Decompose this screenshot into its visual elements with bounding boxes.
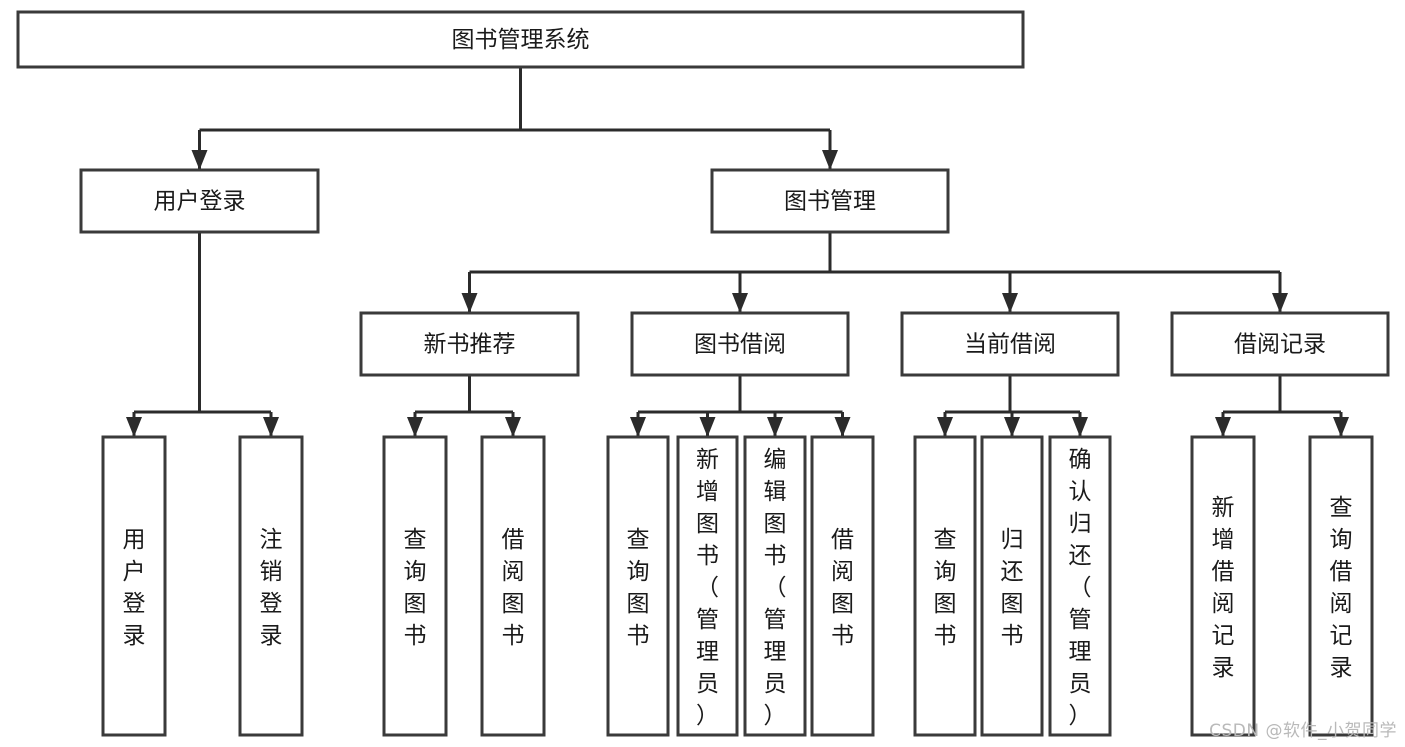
arrow-head-icon [1004, 417, 1020, 437]
arrow-head-icon [263, 417, 279, 437]
level3-node[interactable]: 借阅记录 [1170, 311, 1390, 377]
node-label-leaf-borrow-book: 借阅图书 [831, 527, 854, 649]
node-label-leaf-query-book-recommend: 查询图书 [404, 527, 427, 649]
node-label-book-borrow: 图书借阅 [694, 332, 786, 358]
node-box-leaf-user-login[interactable] [101, 435, 167, 737]
node-label-borrow-record: 借阅记录 [1234, 332, 1326, 358]
node-label-leaf-return-book: 归还图书 [1001, 527, 1024, 649]
node-box-user-login[interactable] [79, 168, 320, 234]
arrow-head-icon [1272, 293, 1288, 313]
csdn-watermark: CSDN @软件_小贺同学 [1209, 721, 1397, 741]
node-label-leaf-add-borrow-record: 新增借阅记录 [1212, 495, 1235, 681]
leaf-node[interactable]: 归还图书 [980, 435, 1044, 737]
level3-node[interactable]: 图书借阅 [630, 311, 850, 377]
node-box-leaf-query-book-borrow[interactable] [606, 435, 670, 737]
node-label-leaf-confirm-return-admin: 确认归还（管理员） [1069, 447, 1092, 729]
node-layer: 图书管理系统用户登录图书管理新书推荐图书借阅当前借阅借阅记录用户登录注销登录查询… [16, 10, 1390, 737]
leaf-node[interactable]: 查询借阅记录 [1308, 435, 1374, 737]
arrow-head-icon [126, 417, 142, 437]
arrow-head-icon [767, 417, 783, 437]
arrow-head-icon [699, 417, 716, 437]
node-label-leaf-edit-book-admin: 编辑图书（管理员） [764, 447, 787, 729]
level3-node[interactable]: 新书推荐 [359, 311, 580, 377]
leaf-node[interactable]: 查询图书 [606, 435, 670, 737]
node-label-root: 图书管理系统 [452, 27, 590, 53]
node-box-leaf-borrow-book[interactable] [810, 435, 875, 737]
arrow-head-icon [191, 150, 208, 170]
node-box-current-borrow[interactable] [900, 311, 1120, 377]
node-label-new-book-recommend: 新书推荐 [424, 332, 516, 358]
leaf-node[interactable]: 编辑图书（管理员） [743, 435, 807, 737]
node-label-leaf-logout: 注销登录 [260, 527, 283, 649]
leaf-node[interactable]: 查询图书 [382, 435, 448, 737]
arrow-head-icon [1002, 293, 1018, 313]
node-label-leaf-query-borrow-record: 查询借阅记录 [1330, 495, 1353, 681]
level2-node[interactable]: 图书管理 [710, 168, 950, 234]
node-box-leaf-query-book-recommend[interactable] [382, 435, 448, 737]
leaf-node[interactable]: 注销登录 [238, 435, 304, 737]
node-box-book-borrow[interactable] [630, 311, 850, 377]
node-box-book-management[interactable] [710, 168, 950, 234]
node-label-leaf-add-book-admin: 新增图书（管理员） [696, 447, 719, 729]
node-label-leaf-query-book-current: 查询图书 [934, 527, 957, 649]
node-box-leaf-edit-book-admin[interactable] [743, 435, 807, 737]
arrow-head-icon [407, 417, 423, 437]
node-box-leaf-query-borrow-record[interactable] [1308, 435, 1374, 737]
node-box-leaf-query-book-current[interactable] [913, 435, 977, 737]
arrow-head-icon [505, 417, 521, 437]
arrow-head-icon [834, 417, 851, 437]
arrow-head-icon [630, 417, 646, 437]
leaf-node[interactable]: 新增图书（管理员） [676, 435, 739, 737]
node-box-leaf-add-book-admin[interactable] [676, 435, 739, 737]
node-box-new-book-recommend[interactable] [359, 311, 580, 377]
arrow-head-icon [461, 293, 478, 313]
arrow-head-icon [937, 417, 953, 437]
node-box-leaf-confirm-return-admin[interactable] [1048, 435, 1112, 737]
leaf-node[interactable]: 查询图书 [913, 435, 977, 737]
arrow-head-icon [732, 293, 748, 313]
node-box-leaf-add-borrow-record[interactable] [1190, 435, 1256, 737]
node-label-book-management: 图书管理 [784, 189, 876, 215]
level2-node[interactable]: 用户登录 [79, 168, 320, 234]
root-node[interactable]: 图书管理系统 [16, 10, 1025, 69]
leaf-node[interactable]: 借阅图书 [810, 435, 875, 737]
arrow-head-icon [1215, 417, 1231, 437]
leaf-node[interactable]: 用户登录 [101, 435, 167, 737]
arrow-head-icon [822, 150, 838, 170]
leaf-node[interactable]: 确认归还（管理员） [1048, 435, 1112, 737]
node-label-leaf-user-login: 用户登录 [123, 527, 146, 649]
leaf-node[interactable]: 新增借阅记录 [1190, 435, 1256, 737]
node-box-root[interactable] [16, 10, 1025, 69]
node-label-leaf-query-book-borrow: 查询图书 [627, 527, 650, 649]
level3-node[interactable]: 当前借阅 [900, 311, 1120, 377]
node-box-leaf-logout[interactable] [238, 435, 304, 737]
node-label-user-login: 用户登录 [154, 189, 246, 215]
node-label-current-borrow: 当前借阅 [964, 332, 1056, 358]
node-box-borrow-record[interactable] [1170, 311, 1390, 377]
arrow-head-icon [1072, 417, 1088, 437]
connector-layer [126, 67, 1349, 437]
arrow-head-icon [1333, 417, 1349, 437]
node-box-leaf-return-book[interactable] [980, 435, 1044, 737]
node-label-leaf-borrow-book-recommend: 借阅图书 [502, 527, 525, 649]
node-box-leaf-borrow-book-recommend[interactable] [480, 435, 546, 737]
leaf-node[interactable]: 借阅图书 [480, 435, 546, 737]
